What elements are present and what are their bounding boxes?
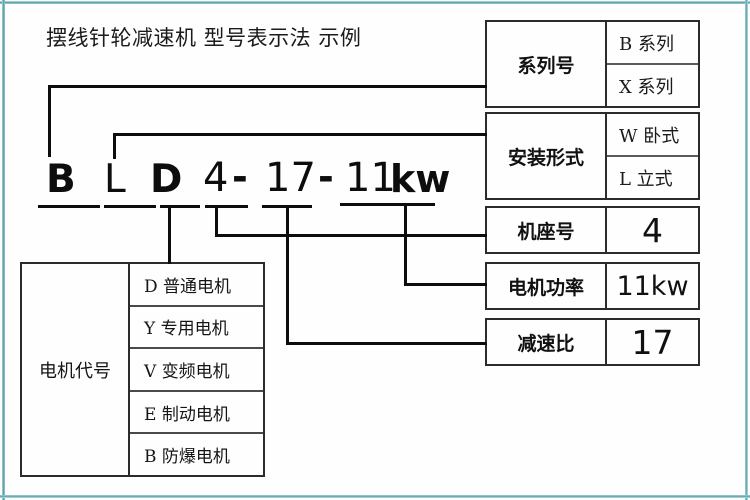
panel-series: 系列号 B 系列 X 系列 [485,20,700,108]
frame-highlight [0,0,750,1]
panel-series-options: B 系列 X 系列 [607,22,698,106]
code-segment-power-number: 11 [345,155,396,201]
leader-motor-vertical [168,207,171,264]
panel-reduction-ratio-label: 减速比 [487,320,607,364]
leader-ratio-horizontal [286,342,487,345]
panel-series-label: 系列号 [487,22,607,106]
panel-reduction-ratio-value-wrap: 17 [607,320,698,364]
code-underline-mounting [104,205,156,208]
leader-frame-vertical [215,207,218,236]
panel-mounting-option-0: W 卧式 [619,125,680,147]
motor-code-table-label: 电机代号 [22,264,130,475]
panel-reduction-ratio-value: 17 [631,322,674,362]
leader-power-vertical [404,205,407,286]
code-underline-power [340,203,435,206]
code-segment-motor: D [150,157,183,202]
panel-mounting: 安装形式 W 卧式 L 立式 [485,112,700,200]
table-row: E 制动电机 [130,389,263,433]
code-segment-dash-2: - [318,155,334,199]
frame-bottom-edge [0,495,750,498]
panel-frame-no-value: 4 [642,210,663,250]
panel-series-option-1: X 系列 [607,63,698,106]
code-underline-frame [205,205,248,208]
code-underline-series [38,205,100,208]
panel-motor-power-label: 电机功率 [487,264,607,308]
panel-motor-power-value: 11kw [616,270,689,302]
panel-frame-no-label: 机座号 [487,208,607,252]
panel-frame-no-value-wrap: 4 [607,208,698,252]
page-title: 摆线针轮减速机 型号表示法 示例 [46,26,362,50]
code-underline-ratio [262,205,312,208]
leader-mounting-horizontal [113,133,487,136]
code-underline-motor [160,205,200,208]
leader-ratio-vertical [286,207,289,345]
leader-series-horizontal [48,85,487,88]
motor-code-table: 电机代号 D 普通电机 Y 专用电机 V 变频电机 E 制动电机 B 防爆电机 [20,262,265,477]
table-row: D 普通电机 [144,276,232,297]
code-segment-frame: 4 [203,155,229,201]
leader-series-vertical [48,85,51,157]
frame-right-edge [745,0,748,500]
panel-motor-power: 电机功率 11kw [485,262,700,310]
panel-series-option-0: B 系列 [619,33,674,55]
panel-motor-power-value-wrap: 11kw [607,264,698,308]
code-segment-series: B [46,157,76,202]
panel-reduction-ratio: 减速比 17 [485,318,700,366]
leader-frame-horizontal [215,234,487,237]
panel-mounting-options: W 卧式 L 立式 [607,114,698,198]
code-segment-dash-1: - [232,155,248,199]
table-row: B 防爆电机 [130,432,263,475]
code-segment-ratio: 17 [265,155,316,201]
motor-code-table-rows: D 普通电机 Y 专用电机 V 变频电机 E 制动电机 B 防爆电机 [130,264,263,475]
code-segment-mounting: L [104,157,126,202]
panel-frame-no: 机座号 4 [485,206,700,254]
leader-power-horizontal [404,283,487,286]
leader-mounting-vertical [113,133,116,159]
frame-top-edge [0,1,750,4]
table-row: Y 专用电机 [130,304,263,348]
table-row: V 变频电机 [130,347,263,390]
code-segment-power-unit: kw [390,157,451,201]
panel-mounting-option-1: L 立式 [607,155,698,198]
panel-mounting-label: 安装形式 [487,114,607,198]
frame-left-edge [2,0,5,500]
